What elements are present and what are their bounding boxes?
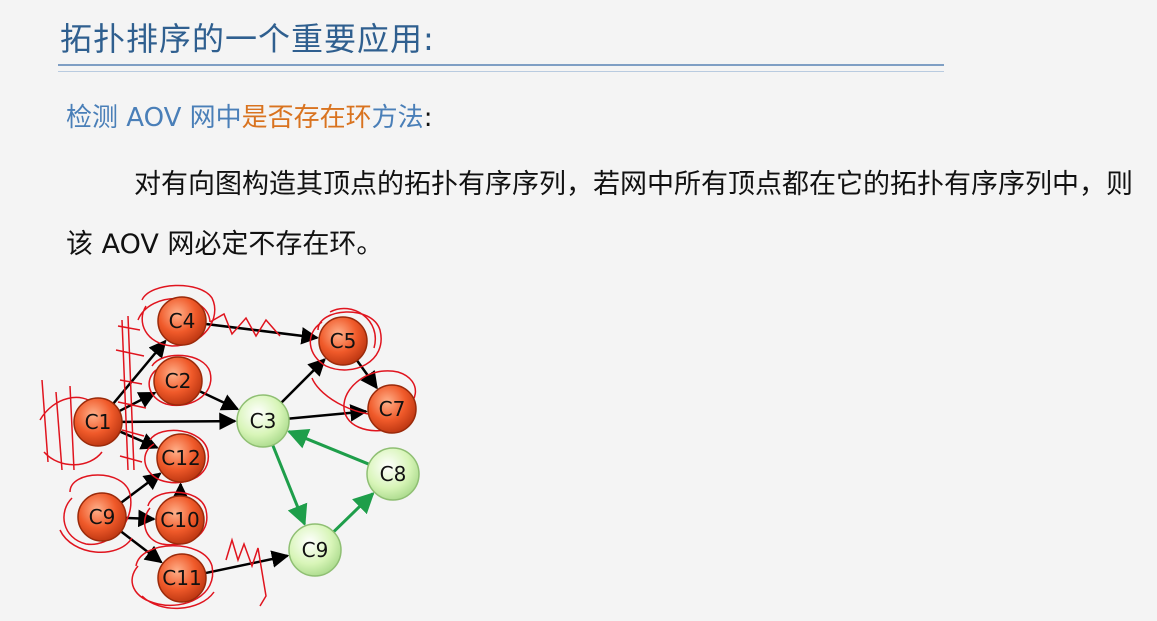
scribble-c12 <box>144 429 209 484</box>
node-circle <box>318 316 368 366</box>
slide-title: 拓扑排序的一个重要应用: <box>60 20 435 58</box>
node-circle <box>157 296 207 346</box>
edge-c9b-to-c8 <box>332 492 375 533</box>
node-label: C7 <box>379 397 406 421</box>
scribble-c2 <box>148 354 212 407</box>
node-c3: C3 <box>236 394 290 448</box>
node-c11: C11 <box>157 553 207 603</box>
edge-c9a-to-c11 <box>120 530 163 564</box>
scribble-c1-left <box>39 379 103 471</box>
node-circle <box>153 356 203 406</box>
node-circle <box>288 523 342 577</box>
edges-layer <box>112 322 378 575</box>
scribble-c4-c5-edge <box>209 312 281 338</box>
node-circle <box>155 495 205 545</box>
node-circle <box>236 394 290 448</box>
node-c9b: C9 <box>288 523 342 577</box>
node-c4: C4 <box>157 296 207 346</box>
node-c12: C12 <box>156 433 206 483</box>
subtitle-colon: : <box>423 103 433 133</box>
scribble-c5-c7 <box>311 370 416 432</box>
red-annotation-scribbles <box>39 284 416 609</box>
node-c8: C8 <box>366 447 420 501</box>
node-c2: C2 <box>153 356 203 406</box>
node-c9a: C9 <box>77 492 127 542</box>
subtitle-highlight: 是否存在环 <box>241 103 372 133</box>
node-circle <box>366 447 420 501</box>
scribble-c11-c9-edge <box>225 537 267 607</box>
node-label: C2 <box>165 369 192 393</box>
edge-c8-to-c3 <box>286 428 370 466</box>
node-c1: C1 <box>73 397 123 447</box>
edge-c1-to-c3 <box>121 412 237 431</box>
scribble-c5 <box>309 307 382 371</box>
node-c10: C10 <box>155 495 205 545</box>
edge-c5-to-c7 <box>356 359 378 390</box>
node-label: C9 <box>89 505 116 529</box>
node-circle <box>77 492 127 542</box>
scribble-c11 <box>131 545 215 609</box>
edge-c3-to-c9b <box>271 444 308 526</box>
node-circle <box>367 384 417 434</box>
edge-c4-to-c5 <box>205 322 319 345</box>
title-divider <box>58 64 944 66</box>
scribble-c1-column <box>115 315 147 471</box>
slide-body-text: 对有向图构造其顶点的拓扑有序序列，若网中所有顶点都在它的拓扑有序序列中，则该 A… <box>66 169 1133 260</box>
node-circle <box>73 397 123 447</box>
node-label: C4 <box>169 309 196 333</box>
title-divider-thin <box>58 71 944 72</box>
subtitle-text: 检测 AOV 网中 <box>66 103 242 133</box>
subtitle-method: 方法 <box>371 103 424 133</box>
edge-c2-to-c3 <box>199 390 240 411</box>
node-c7: C7 <box>367 384 417 434</box>
node-label: C1 <box>85 410 112 434</box>
node-label: C9 <box>302 538 329 562</box>
node-label: C5 <box>330 329 357 353</box>
edge-c3-to-c7 <box>288 404 368 422</box>
edge-c9a-to-c10 <box>125 509 156 528</box>
node-label: C8 <box>380 462 407 486</box>
edge-c9a-to-c12 <box>120 472 162 504</box>
node-c5: C5 <box>318 316 368 366</box>
slide-subtitle: 检测 AOV 网中是否存在环方法: <box>66 97 432 134</box>
node-label: C11 <box>162 566 201 590</box>
edge-c1-to-c4 <box>112 339 167 405</box>
edge-c11-to-c9b <box>205 550 290 575</box>
node-circle <box>156 433 206 483</box>
node-label: C12 <box>161 446 200 470</box>
node-circle <box>157 553 207 603</box>
node-label: C3 <box>250 409 277 433</box>
edge-c3-to-c5 <box>280 358 326 404</box>
node-label: C10 <box>160 508 199 532</box>
